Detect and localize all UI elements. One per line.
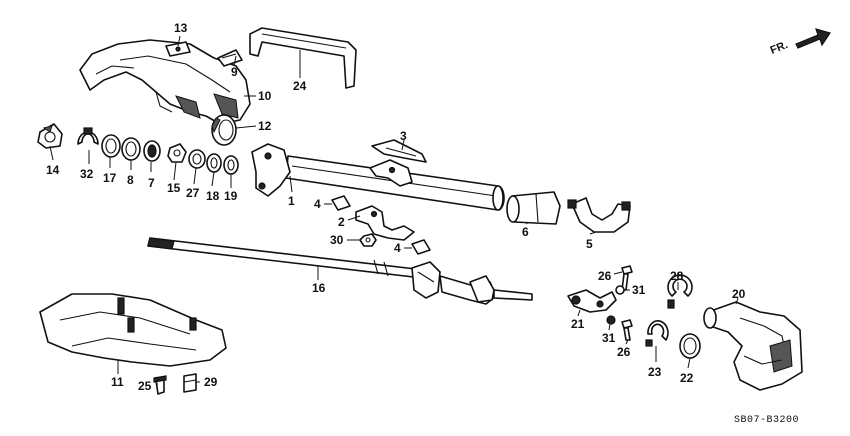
callout-29: 29 [204,375,218,389]
part-31-nut-lower [606,315,616,325]
part-7-bearing [143,140,161,162]
callout-8: 8 [127,173,134,187]
callout-22: 22 [680,371,694,385]
part-9-clip [217,49,243,67]
callout-26a: 26 [598,269,612,283]
part-22-clamp [679,333,701,359]
part-31-nut-upper [615,285,625,295]
callout-11: 11 [111,375,124,389]
part-25-screw [153,375,167,395]
callout-6: 6 [522,225,529,239]
part-12-bushing [211,114,237,146]
part-5-clamp [567,197,631,233]
callout-32: 32 [80,167,94,181]
part-14-bushing [37,123,63,149]
part-17-ring [101,134,121,158]
callout-3: 3 [400,129,407,143]
part-8-ring [121,137,141,161]
diagram-code: SB07-B3200 [734,415,799,426]
callout-31a: 31 [632,283,646,297]
callout-labels: 13 9 24 10 12 3 14 32 17 8 7 15 27 18 19… [46,21,746,393]
part-27-washer [188,149,206,169]
part-30-nut [359,233,377,247]
part-10-upper-column-cover [79,39,251,125]
callout-18: 18 [206,189,220,203]
part-13-plate [165,41,191,57]
part-4-pad-upper [331,195,351,211]
upper-bracket-on-tube [369,159,413,187]
part-4-pad-lower [411,239,431,255]
callout-28: 28 [670,269,684,283]
callout-21: 21 [571,317,585,331]
part-3-bracket [371,139,427,163]
callout-24: 24 [293,79,307,93]
callout-25: 25 [138,379,152,393]
callout-26b: 26 [617,345,631,359]
part-20-boot [703,301,803,391]
callout-30: 30 [330,233,344,247]
callout-9: 9 [231,65,238,79]
part-2-bracket [355,205,415,241]
part-15-bushing [167,143,187,163]
callout-20: 20 [732,287,746,301]
callout-12: 12 [258,119,272,133]
callout-5: 5 [586,237,593,251]
part-26-bolt-upper [621,265,633,291]
part-21-universal-joint [567,289,617,313]
callout-4b: 4 [394,241,401,255]
callout-31b: 31 [602,331,616,345]
part-6-sleeve [506,191,561,225]
callout-27: 27 [186,186,200,200]
part-18-washer [206,153,222,173]
front-arrow-icon [795,28,831,49]
leader-lines [49,35,739,385]
callout-7: 7 [148,176,155,190]
callout-13: 13 [174,21,188,35]
callout-23: 23 [648,365,662,379]
callout-2: 2 [338,215,345,229]
part-28-clamp [667,274,693,309]
callout-17: 17 [103,171,117,185]
callout-1: 1 [288,194,295,208]
front-direction-arrow: FR. [769,28,831,57]
front-direction-label: FR. [769,39,790,57]
part-24-strap [249,27,357,89]
callout-15: 15 [167,181,181,195]
callout-10: 10 [258,89,272,103]
part-32-clip [77,127,99,145]
callout-14: 14 [46,163,60,177]
callout-16: 16 [312,281,326,295]
callout-4a: 4 [314,197,321,211]
part-29-bolt [183,373,197,393]
callout-19: 19 [224,189,238,203]
part-26-bolt-lower [621,319,633,341]
part-23-clamp [645,320,669,347]
part-16-steering-shaft [147,237,533,305]
part-19-washer [223,155,239,175]
part-11-lower-cover [39,293,227,367]
